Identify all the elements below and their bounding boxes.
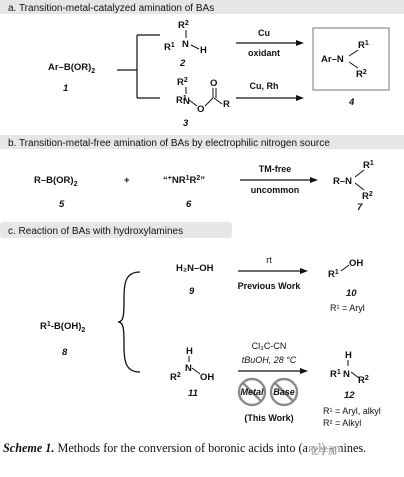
svg-text:R–N: R–N <box>333 176 352 187</box>
section-b-header: b. Transition-metal-free amination of BA… <box>8 138 330 149</box>
svg-text:R1: R1 <box>363 160 374 171</box>
caption-label: Scheme 1. <box>3 441 55 455</box>
section-b-header-bg <box>0 135 404 149</box>
svg-text:R1: R1 <box>164 42 175 53</box>
no-base-symbol: Base <box>269 377 299 407</box>
section-b-cond-below: uncommon <box>251 185 300 195</box>
svg-text:R2: R2 <box>177 77 188 88</box>
product-4-box <box>312 27 390 91</box>
cmpd-10-number: 10 <box>346 288 357 299</box>
svg-text:H: H <box>345 350 352 361</box>
cmpd-11-number: 11 <box>188 388 198 399</box>
svg-text:R1: R1 <box>176 95 187 106</box>
cmpd-2-structure: R2 N R1 H <box>164 20 207 56</box>
cmpd-1-label: Ar–B(OR)2 <box>48 62 95 75</box>
svg-text:R2: R2 <box>356 69 367 80</box>
cmpd-6-label: “+NR1R2” <box>163 175 205 186</box>
section-c-cond-top-below: Previous Work <box>238 281 302 291</box>
cmpd-4-number: 4 <box>348 97 355 108</box>
svg-text:O: O <box>210 78 217 89</box>
cmpd-12-note-2: R² = Alkyl <box>323 418 361 428</box>
section-c-cond-line2: tBuOH, 28 °C <box>242 355 297 365</box>
section-b-cond-above: TM-free <box>259 164 292 174</box>
this-work-label: (This Work) <box>244 413 293 423</box>
section-a-bracket <box>117 34 160 99</box>
cmpd-3-number: 3 <box>183 118 189 129</box>
cmpd-5-label: R–B(OR)2 <box>34 175 78 188</box>
cmpd-8-label: R1-B(OH)2 <box>40 321 85 334</box>
section-a-cond-bottom-above: Cu, Rh <box>250 81 279 91</box>
svg-text:H: H <box>186 346 193 357</box>
svg-text:R2: R2 <box>170 372 181 383</box>
section-a-cond-top-above: Cu <box>258 28 270 38</box>
section-c-header: c. Reaction of BAs with hydroxylamines <box>8 226 183 237</box>
cmpd-8-number: 8 <box>62 347 68 358</box>
plus-sign: + <box>124 175 130 186</box>
svg-text:R1: R1 <box>358 40 369 51</box>
no-base-label: Base <box>273 387 295 397</box>
scheme-caption: Scheme 1. Methods for the conversion of … <box>3 440 401 456</box>
svg-text:O: O <box>197 104 204 115</box>
section-a-header: a. Transition-metal-catalyzed amination … <box>8 3 214 14</box>
cmpd-1-number: 1 <box>63 83 68 94</box>
cmpd-3-structure: R2 R1 N O O R <box>176 77 230 115</box>
svg-text:OH: OH <box>200 372 214 383</box>
section-a-cond-top-below: oxidant <box>248 48 280 58</box>
cmpd-12-number: 12 <box>344 390 355 401</box>
cmpd-9-number: 9 <box>189 286 195 297</box>
cmpd-12-note-1: R¹ = Aryl, alkyl <box>323 406 381 416</box>
svg-text:N: N <box>183 96 190 107</box>
svg-text:R2: R2 <box>358 375 369 386</box>
cmpd-7-structure: R–N R1 R2 <box>333 160 374 202</box>
section-a-header-bg <box>0 0 404 14</box>
section-c-brace <box>117 271 141 373</box>
section-c-header-bg <box>0 222 232 238</box>
svg-text:R1: R1 <box>328 269 339 280</box>
watermark: 化学加 <box>308 444 340 457</box>
svg-text:N: N <box>185 363 192 374</box>
cmpd-10-note: R¹ = Aryl <box>330 303 365 313</box>
svg-text:R1: R1 <box>330 369 341 380</box>
svg-text:R: R <box>223 99 230 110</box>
cmpd-6-number: 6 <box>186 199 192 210</box>
svg-text:N: N <box>182 39 189 50</box>
svg-text:R2: R2 <box>178 20 189 31</box>
section-c-cond-line1: Cl₃C-CN <box>252 341 287 351</box>
svg-text:N: N <box>343 369 350 380</box>
no-metal-label: Metal <box>240 387 264 397</box>
svg-text:H: H <box>200 45 207 56</box>
cmpd-4-structure: Ar–N R1 R2 <box>321 40 369 80</box>
svg-text:OH: OH <box>349 258 363 269</box>
svg-text:R2: R2 <box>362 191 373 202</box>
section-c-cond-top-above: rt <box>266 255 272 265</box>
cmpd-2-number: 2 <box>179 58 186 69</box>
caption-text: Methods for the conversion of boronic ac… <box>57 441 367 455</box>
svg-text:Ar–N: Ar–N <box>321 54 344 65</box>
cmpd-11-structure: H N R2 OH <box>170 346 214 383</box>
cmpd-7-number: 7 <box>357 202 363 213</box>
cmpd-12-structure: H R1 N R2 <box>330 350 369 386</box>
no-metal-symbol: Metal <box>237 377 267 407</box>
cmpd-10-structure: R1 OH <box>328 258 363 280</box>
cmpd-5-number: 5 <box>59 199 65 210</box>
cmpd-9-label: H₂N–OH <box>176 263 214 274</box>
